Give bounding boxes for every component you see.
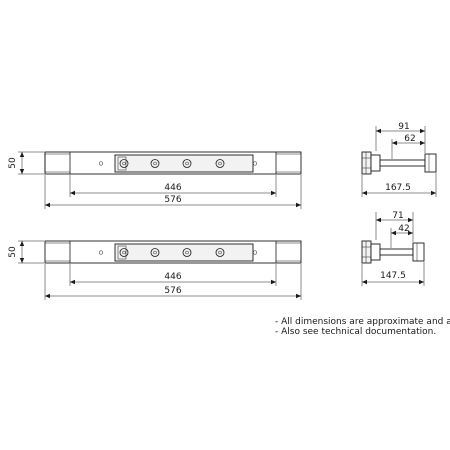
side-view-top: 91 62 167.5 (361, 122, 437, 197)
pin-hole (252, 250, 258, 255)
end-block (412, 242, 425, 262)
pin-hole (252, 161, 258, 166)
height-dimension-label: 50 (8, 246, 18, 258)
outer-dimension-label: 71 (392, 211, 403, 221)
pin-hole (98, 250, 104, 255)
overall-length-dimension-label: 576 (164, 286, 181, 296)
note-line: - Also see technical documentation. (275, 327, 437, 337)
inner-dimension-label: 62 (404, 134, 415, 144)
screw-hole (182, 248, 192, 257)
screw-hole (215, 159, 225, 168)
notes-block: - All dimensions are approximate and are… (275, 317, 450, 337)
inner-length-dimension-label: 446 (164, 183, 181, 193)
inner-length-dimension-label: 446 (164, 272, 181, 282)
screw-holes (98, 159, 258, 168)
side-view-bottom: 71 42 147.5 (361, 211, 425, 286)
hinge-plate (114, 154, 254, 173)
hinge-knuckle (361, 151, 372, 175)
screw-hole (150, 248, 160, 257)
screw-hole (150, 159, 160, 168)
hinge-arm (379, 248, 414, 256)
screw-hole (182, 159, 192, 168)
front-view-top: 50 446 576 (8, 151, 302, 209)
length-dimension-label: 167.5 (385, 183, 411, 193)
outer-dimension-label: 91 (398, 122, 409, 132)
screw-holes (98, 248, 258, 257)
plate-tab-left (117, 245, 127, 260)
front-view-bottom: 50 446 576 (8, 240, 302, 300)
height-dimension-label: 50 (8, 157, 18, 169)
pin-hole (98, 161, 104, 166)
note-line: - All dimensions are approximate and are… (275, 317, 450, 327)
inner-dimension-label: 42 (398, 224, 409, 234)
screw-hole (215, 248, 225, 257)
hinge-knuckle (361, 240, 372, 264)
hinge-plate (114, 243, 254, 262)
hinge-arm (379, 159, 426, 167)
end-block (424, 153, 437, 173)
length-dimension-label: 147.5 (380, 271, 406, 281)
hinge-leaf (370, 243, 381, 261)
screw-hole (119, 159, 129, 168)
screw-hole (119, 248, 129, 257)
hinge-leaf (370, 154, 381, 172)
plate-tab-left (117, 156, 127, 171)
overall-length-dimension-label: 576 (164, 195, 181, 205)
